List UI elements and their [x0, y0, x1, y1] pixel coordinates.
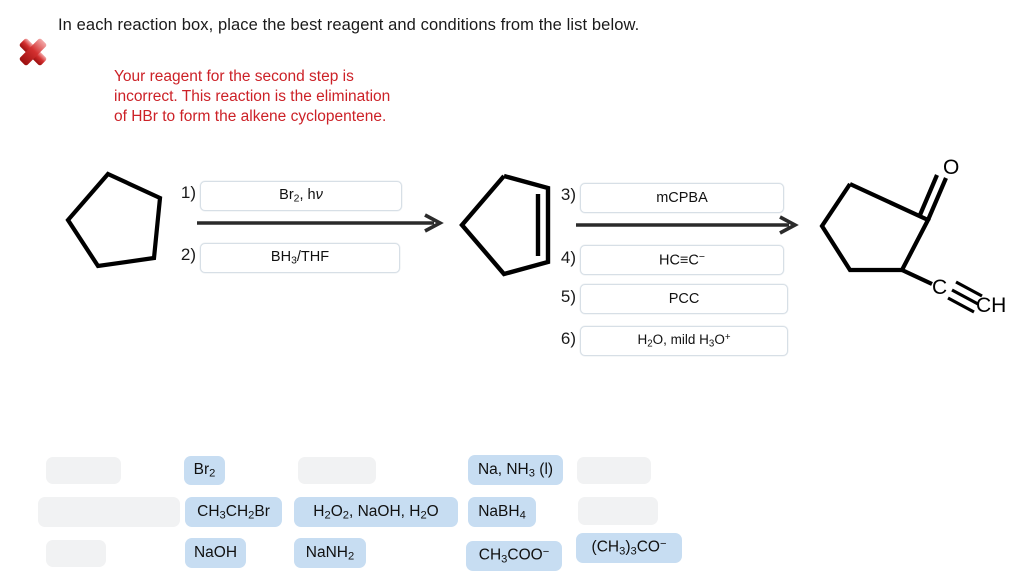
reagent-tile-ch3coo[interactable]: CH3COO−	[466, 541, 562, 571]
red-x-error-icon	[11, 33, 55, 71]
product-ethynylcyclopentanone-structure: O C CH	[806, 152, 1016, 322]
reagent-label: CH3CH2Br	[197, 502, 270, 522]
reagent-tile-empty-r1c3[interactable]	[298, 457, 376, 484]
step-1-number: 1)	[180, 183, 196, 202]
feedback-line-1: Your reagent for the second step is	[114, 68, 354, 85]
reaction-box-step-6-value: H2O, mild H3O+	[637, 332, 731, 350]
reagent-label: NaNH2	[305, 543, 355, 563]
feedback-line-2: incorrect. This reaction is the eliminat…	[114, 88, 391, 105]
reaction-box-step-5-value: PCC	[668, 291, 700, 307]
reaction-box-step-2[interactable]: BH3/THF	[200, 243, 400, 273]
reaction-box-step-5[interactable]: PCC	[580, 284, 788, 314]
reaction-arrow-2	[576, 215, 802, 235]
step-2-number: 2)	[180, 245, 196, 264]
step-3-number: 3)	[560, 185, 576, 204]
reagent-label: CH3COO−	[478, 546, 550, 566]
reagent-tile-nanh2[interactable]: NaNH2	[294, 538, 366, 568]
instruction-text: In each reaction box, place the best rea…	[58, 16, 640, 34]
reagent-label: NaBH4	[478, 502, 526, 522]
reagent-tile-empty-r2c5[interactable]	[578, 497, 658, 525]
reagent-label: Br2	[193, 461, 216, 480]
reagent-tile-br2[interactable]: Br2	[184, 456, 225, 485]
product-alkyne-c-label: C	[932, 276, 947, 299]
step-4-number: 4)	[560, 248, 576, 267]
reaction-box-step-4[interactable]: HC≡C−	[580, 245, 784, 275]
reactant-cyclopentane-structure	[62, 166, 174, 278]
reaction-box-step-3-value: mCPBA	[656, 190, 708, 206]
reagent-tile-empty-r1c1[interactable]	[46, 457, 121, 484]
reagent-tile-naoh[interactable]: NaOH	[185, 538, 246, 568]
reagent-tile-na-nh3[interactable]: Na, NH3 (l)	[468, 455, 563, 485]
reagent-label: H2O2, NaOH, H2O	[313, 502, 439, 522]
reaction-box-step-6[interactable]: H2O, mild H3O+	[580, 326, 788, 356]
reagent-tile-empty-r2c1[interactable]	[38, 497, 180, 527]
feedback-line-3: of HBr to form the alkene cyclopentene.	[114, 108, 387, 125]
reaction-box-step-2-value: BH3/THF	[270, 249, 330, 267]
step-5-number: 5)	[560, 287, 576, 306]
reaction-box-step-3[interactable]: mCPBA	[580, 183, 784, 213]
reagent-tile-h2o2-naoh-h2o[interactable]: H2O2, NaOH, H2O	[294, 497, 458, 527]
feedback-message: Your reagent for the second step is inco…	[114, 67, 514, 127]
product-alkyne-ch-label: CH	[976, 294, 1006, 317]
reagent-tile-empty-r1c5[interactable]	[577, 457, 651, 484]
reagent-tile-nabh4[interactable]: NaBH4	[468, 497, 536, 527]
reagent-label: Na, NH3 (l)	[477, 460, 554, 480]
product-oxygen-label: O	[943, 156, 959, 179]
reaction-box-step-1-value: Br2, hν	[279, 187, 323, 205]
intermediate-cyclopentene-structure	[456, 170, 566, 280]
reaction-box-step-4-value: HC≡C−	[659, 251, 705, 269]
reaction-box-step-1[interactable]: Br2, hν	[200, 181, 402, 211]
reagent-label: NaOH	[193, 544, 238, 561]
reagent-tile-empty-r3c1[interactable]	[46, 540, 106, 567]
reagent-label: (CH3)3CO−	[591, 538, 667, 558]
reagent-tile-ch3ch2br[interactable]: CH3CH2Br	[185, 497, 282, 527]
step-6-number: 6)	[560, 329, 576, 348]
reagent-tile-tbutoxide[interactable]: (CH3)3CO−	[576, 533, 682, 563]
reaction-arrow-1	[197, 213, 447, 233]
